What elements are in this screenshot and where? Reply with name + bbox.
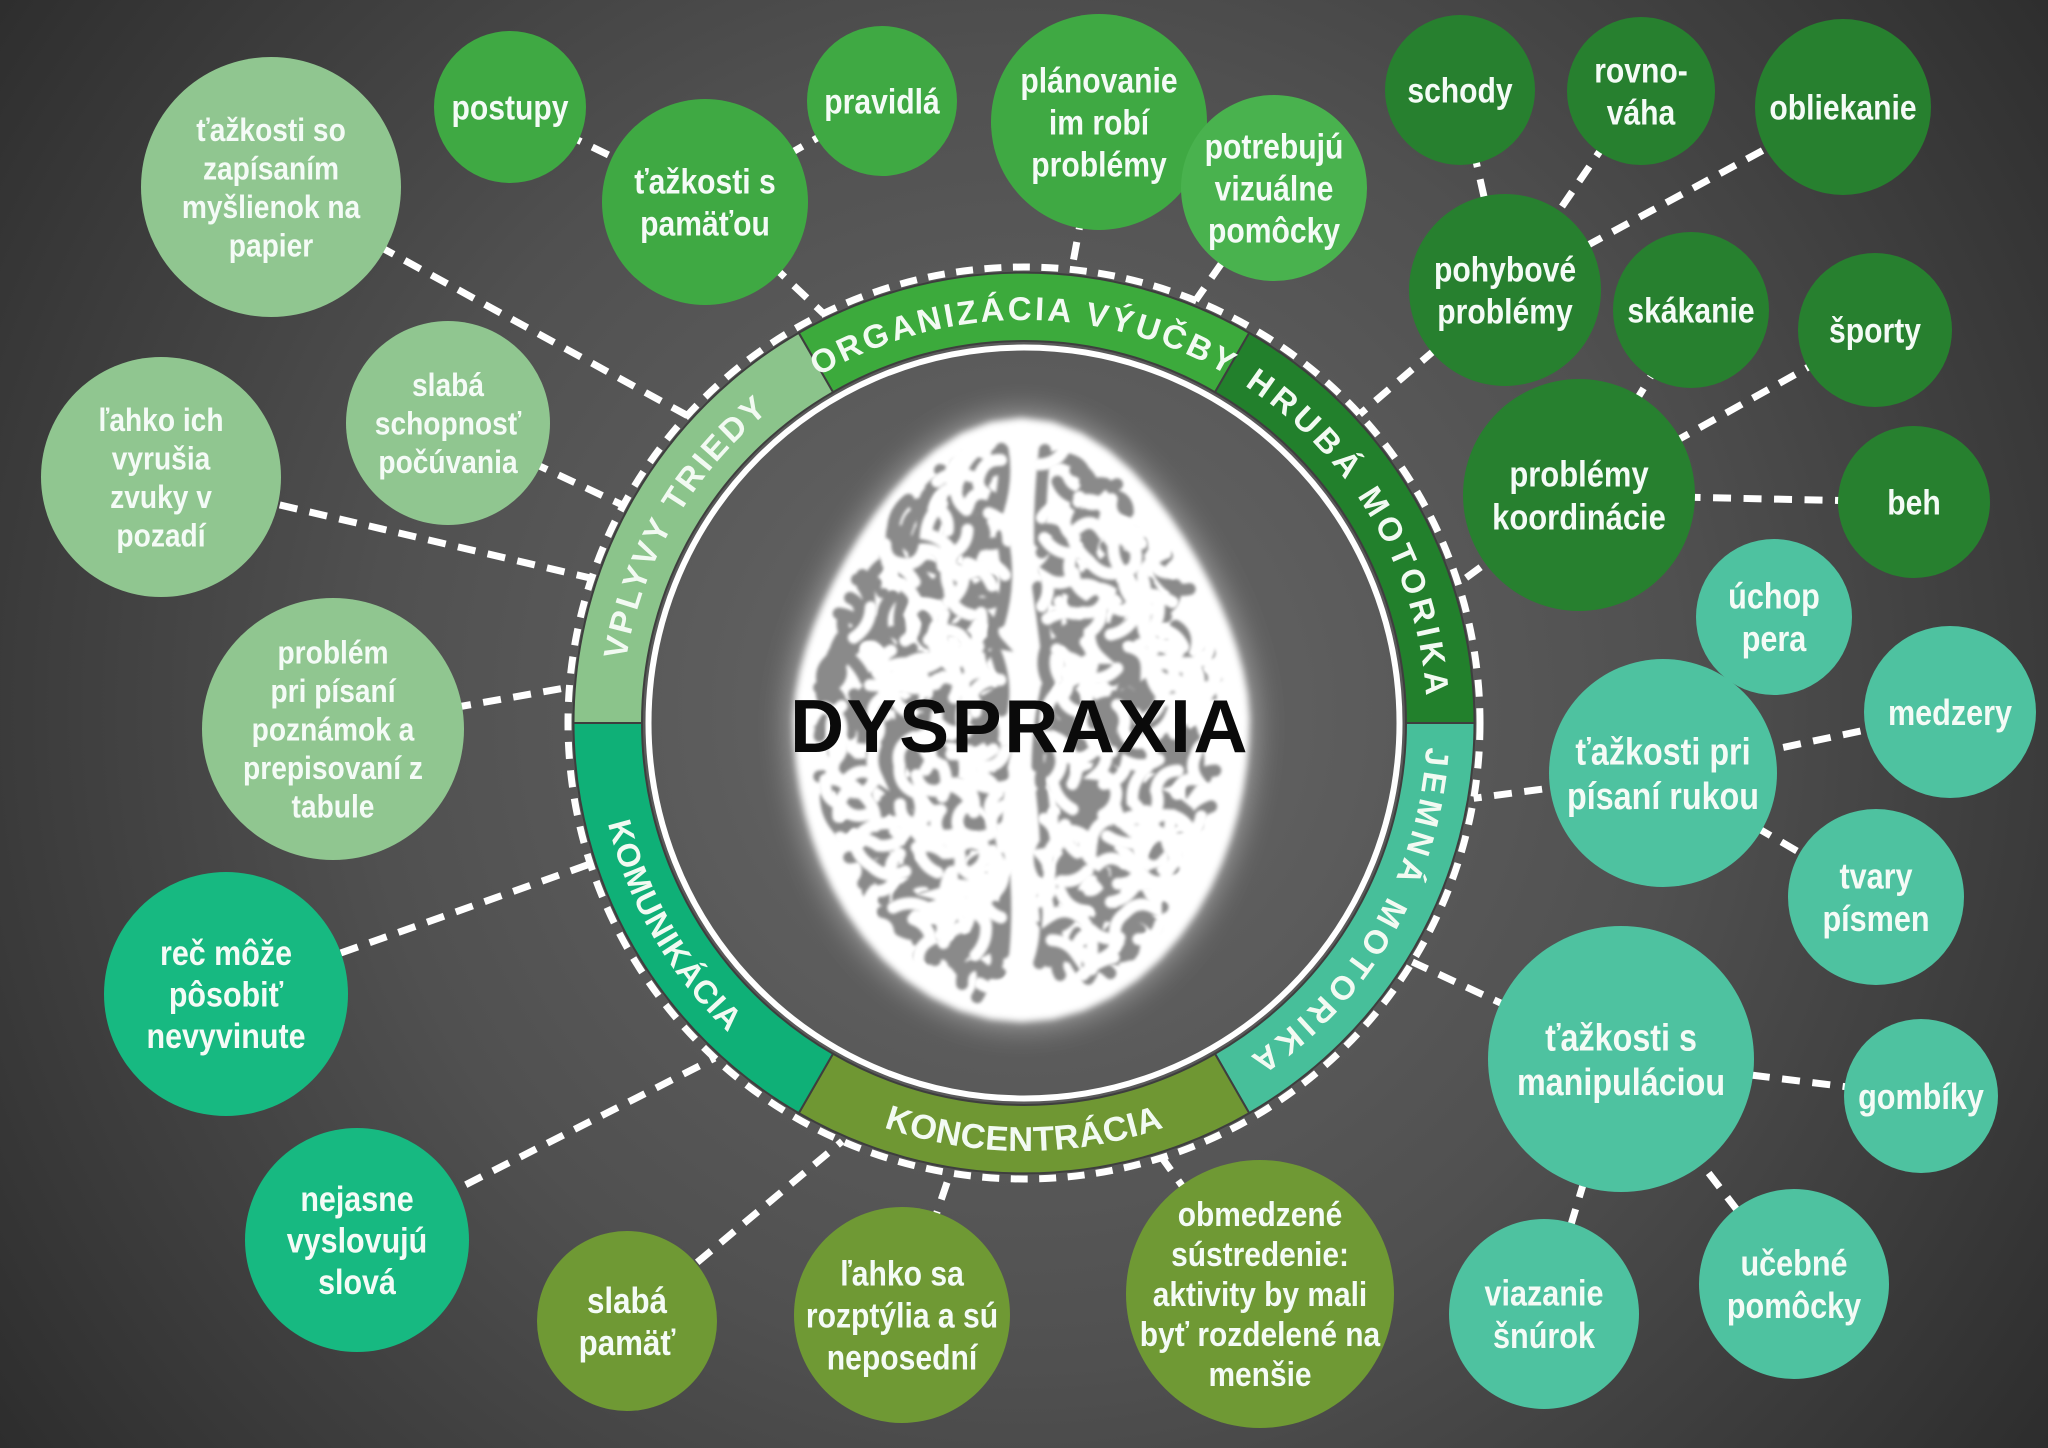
svg-text:schody: schody [1407,70,1512,110]
svg-text:medzery: medzery [1888,694,2012,734]
svg-text:obliekanie: obliekanie [1769,87,1916,127]
svg-text:skákanie: skákanie [1627,290,1754,330]
svg-text:postupy: postupy [452,87,569,127]
svg-text:DYSPRAXIA: DYSPRAXIA [790,684,1250,768]
svg-text:pravidlá: pravidlá [824,81,940,121]
svg-text:športy: športy [1829,310,1921,350]
svg-text:rovno-váha: rovno-váha [1594,50,1688,132]
svg-text:beh: beh [1887,482,1940,522]
svg-text:gombíky: gombíky [1858,1078,1984,1118]
